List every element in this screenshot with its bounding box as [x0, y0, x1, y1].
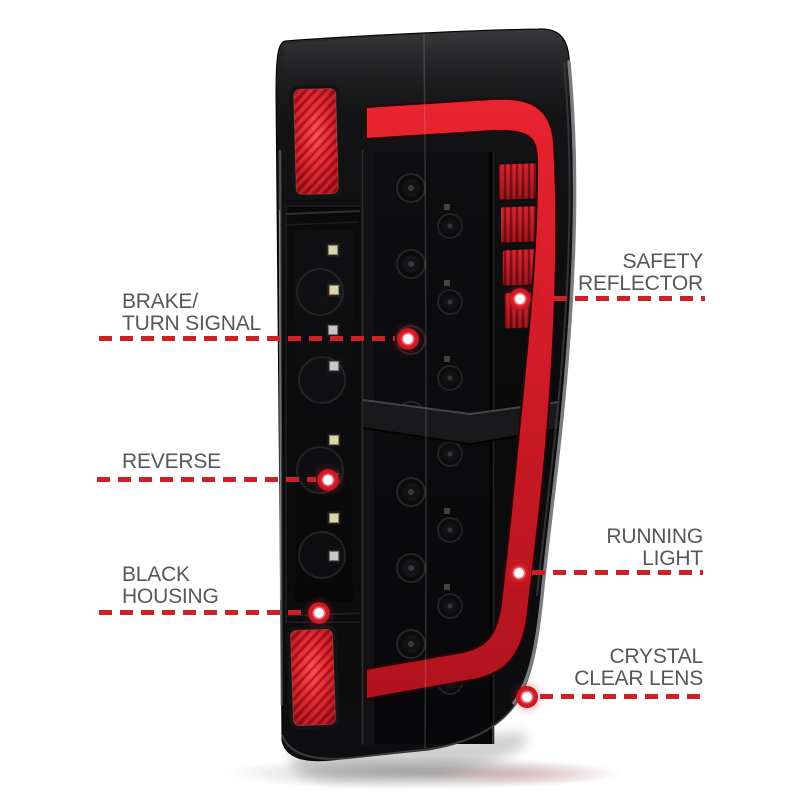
- callout-dot-running-light: [508, 562, 530, 584]
- center-divider-ridge: [361, 148, 374, 746]
- callout-dot-brake-turn-signal: [397, 328, 419, 350]
- leader-line-reverse: [97, 477, 316, 482]
- label-line: CRYSTAL: [609, 645, 703, 668]
- callout-dot-crystal-clear-lens: [516, 686, 538, 708]
- callout-dot-reverse: [317, 469, 339, 491]
- label-line: REFLECTOR: [578, 272, 703, 295]
- callout-label-reverse: REVERSE: [122, 451, 221, 473]
- label-line: CLEAR LENS: [574, 667, 703, 690]
- label-line: SAFETY: [622, 250, 704, 273]
- callout-label-black-housing: BLACK HOUSING: [122, 564, 219, 608]
- leader-line-safety-reflector: [533, 296, 705, 301]
- upper-left-red-reflector: [289, 84, 343, 199]
- callout-dot-safety-reflector: [509, 288, 531, 310]
- leader-line-brake-turn-signal: [99, 336, 395, 341]
- leader-line-black-housing: [99, 610, 307, 615]
- leader-line-crystal-clear-lens: [540, 694, 705, 699]
- leader-line-running-light: [532, 570, 703, 575]
- callout-dot-black-housing: [308, 602, 330, 624]
- label-line: HOUSING: [122, 585, 219, 608]
- callout-label-safety-reflector: SAFETY REFLECTOR: [578, 251, 703, 295]
- callout-label-brake-turn-signal: BRAKE/ TURN SIGNAL: [122, 291, 261, 335]
- label-line: BRAKE/: [122, 290, 198, 313]
- label-line: BLACK: [122, 563, 190, 586]
- led-cavity: [374, 152, 492, 744]
- callout-label-crystal-clear-lens: CRYSTAL CLEAR LENS: [574, 646, 703, 690]
- running-light-bar: [365, 97, 558, 700]
- lower-left-red-reflector: [286, 625, 340, 730]
- reverse-light-panel: [285, 205, 365, 623]
- callout-label-running-light: RUNNING LIGHT: [606, 526, 703, 570]
- label-line: TURN SIGNAL: [122, 312, 261, 335]
- label-line: RUNNING: [606, 525, 703, 548]
- label-line: LIGHT: [642, 547, 703, 570]
- label-line: REVERSE: [122, 450, 221, 473]
